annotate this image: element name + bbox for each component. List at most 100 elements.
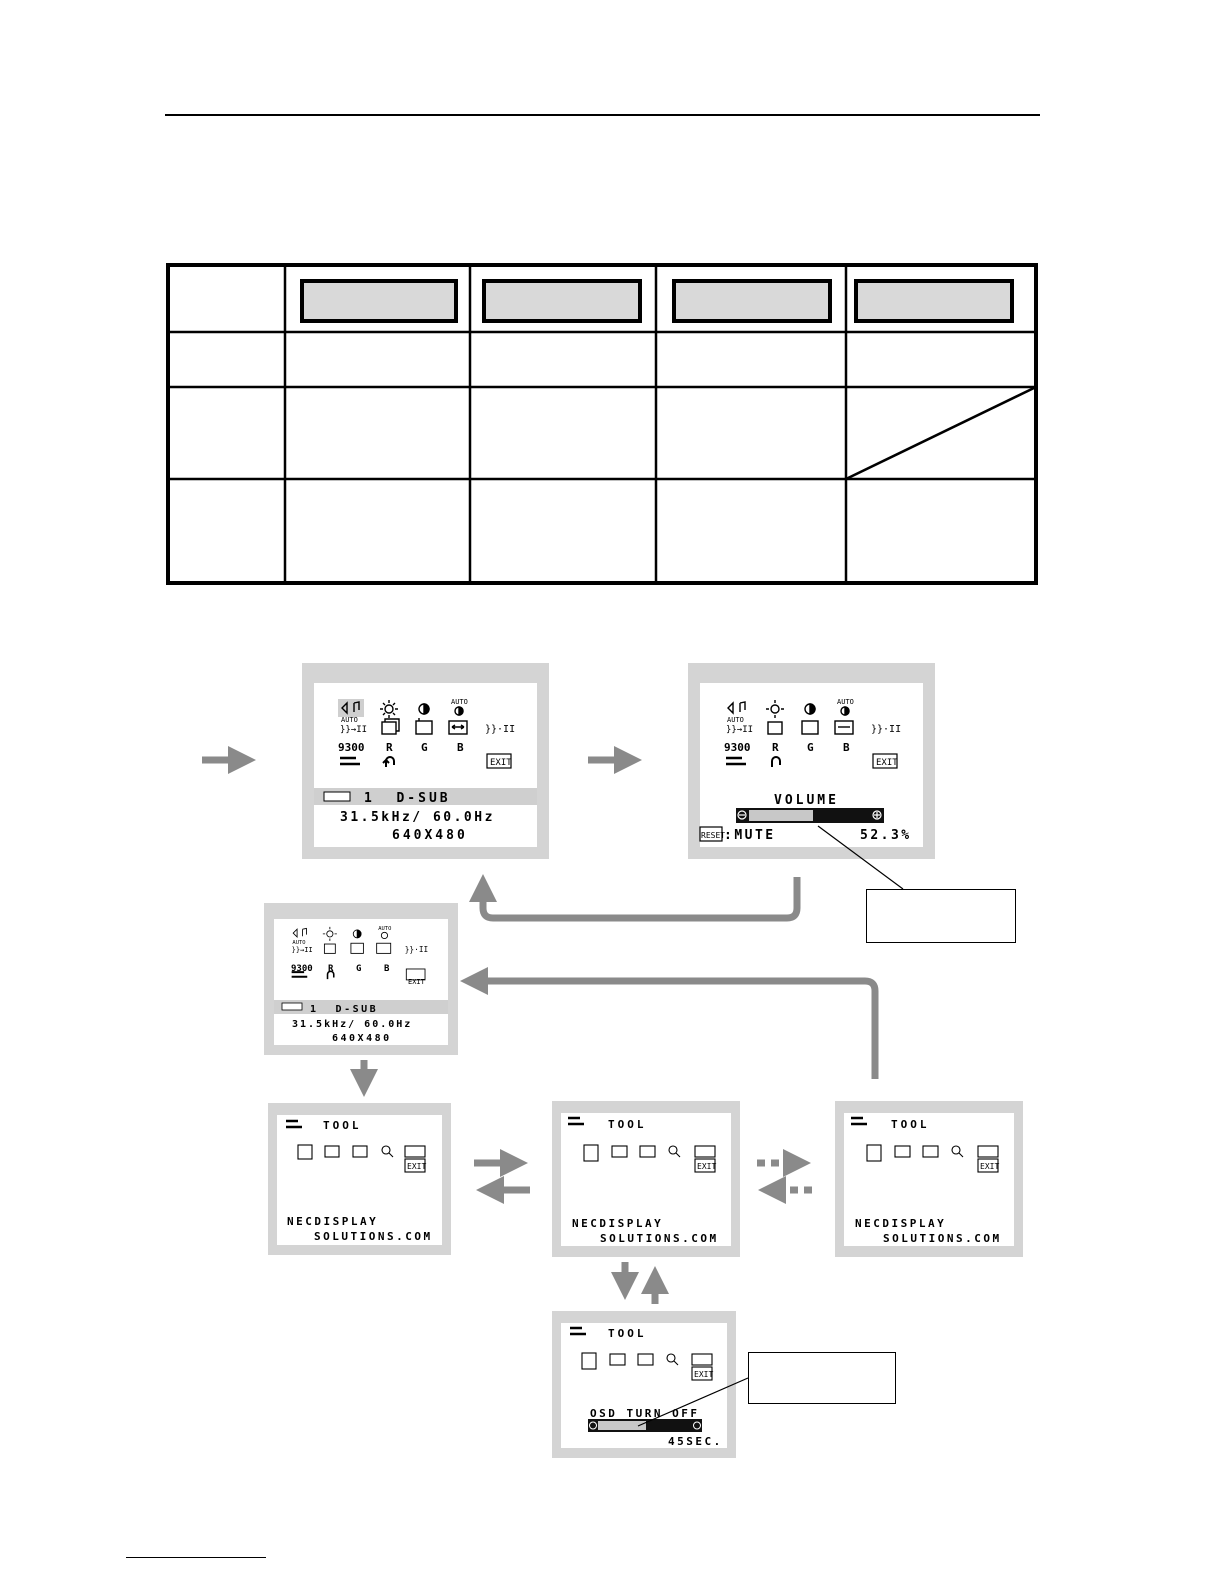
reset-key-label: RESET [701, 831, 725, 840]
tool-title: TOOL [891, 1118, 930, 1131]
auto-adjust-icon: AUTO}}→II [292, 940, 313, 954]
color-b-label: B [843, 741, 850, 754]
tool-icon [340, 756, 360, 766]
tool-title: TOOL [323, 1119, 362, 1132]
mute-label: :MUTE [724, 828, 776, 843]
brightness-icon [322, 926, 337, 941]
exit-label: EXIT [490, 758, 512, 768]
contrast-icon [804, 703, 816, 715]
color-b-label: B [384, 964, 390, 974]
color-g-label: G [356, 964, 361, 974]
fine-icon: }}·II [485, 724, 515, 735]
left-right-icon [381, 718, 400, 735]
volume-slider [736, 808, 884, 823]
zoom-icon [381, 1145, 391, 1155]
tool-icon [851, 1116, 867, 1126]
resolution-label: 640X480 [392, 828, 468, 843]
tool-icon [726, 756, 746, 766]
exit-icon [404, 1158, 426, 1173]
svg-text:AUTO: AUTO [837, 698, 854, 706]
url-line1: NECDISPLAY [855, 1217, 946, 1230]
auto-adjust-icon: AUTO}}→II [340, 716, 367, 735]
svg-text:}}·II: }}·II [485, 724, 515, 735]
auto-contrast-icon: AUTO [378, 926, 391, 939]
color-9300-label: 9300 [291, 964, 313, 974]
factory-preset-icon [382, 756, 395, 767]
input-label: 1 D-SUB [310, 1004, 378, 1015]
information-icon [977, 1145, 999, 1158]
minus-icon [589, 1421, 597, 1430]
svg-text:AUTO: AUTO [451, 698, 468, 706]
frequency-label: 31.5kHz/ 60.0Hz [340, 810, 495, 825]
turnoff-callout-leader [637, 1377, 749, 1427]
osd-position-icon [324, 1145, 340, 1158]
svg-text:}}→II: }}→II [292, 945, 313, 954]
svg-text:}}→II: }}→II [726, 725, 753, 735]
dsub-connector-icon [281, 1002, 303, 1011]
tool-icon [291, 971, 308, 978]
osd-lock-icon [922, 1145, 939, 1158]
brightness-icon [766, 700, 784, 718]
svg-text:}}·II: }}·II [871, 724, 901, 735]
exit-icon [405, 968, 426, 981]
color-g-label: G [807, 741, 814, 754]
brightness-icon [380, 700, 398, 718]
exit-label: EXIT [408, 978, 426, 986]
plus-icon [872, 810, 882, 820]
volume-callout-box [866, 889, 1016, 943]
url-line2: SOLUTIONS.COM [314, 1230, 433, 1243]
exit-icon [977, 1158, 999, 1173]
color-g-label: G [421, 741, 428, 754]
exit-label: EXIT [697, 1162, 716, 1171]
language-icon [866, 1144, 882, 1162]
minus-icon [737, 810, 747, 820]
color-r-label: R [386, 741, 393, 754]
volume-title: VOLUME [774, 793, 839, 808]
down-up-icon [801, 720, 819, 735]
color-9300-label: 9300 [338, 741, 365, 754]
osd-lock-icon [352, 1145, 368, 1158]
volume-callout-leader [817, 825, 904, 890]
key-function-table [166, 263, 1038, 585]
color-9300-label: 9300 [724, 741, 751, 754]
osd-position-icon [609, 1353, 626, 1366]
url-line1: NECDISPLAY [287, 1215, 378, 1228]
left-right-icon [767, 721, 783, 735]
volume-icon [338, 699, 364, 717]
tool-return-arrow [460, 967, 879, 1079]
osd-lock-icon [637, 1353, 654, 1366]
osd-tool-screen-1: TOOL EXIT NECDISPLAY SOLUTIONS.COM [268, 1103, 451, 1255]
color-b-label: B [457, 741, 464, 754]
auto-contrast-icon: AUTO [451, 698, 468, 716]
exit-label: EXIT [407, 1162, 426, 1171]
svg-text:}}→II: }}→II [340, 725, 367, 735]
zoom-icon [666, 1353, 676, 1363]
tool-icon [570, 1326, 586, 1336]
down-up-icon [415, 718, 433, 735]
tool-title: TOOL [608, 1118, 647, 1131]
turnoff-slider [588, 1419, 702, 1432]
h-size-icon [834, 720, 854, 735]
volume-return-arrow [469, 874, 801, 922]
factory-preset-icon [771, 756, 781, 767]
exit-icon [691, 1366, 713, 1381]
color-r-label: R [328, 964, 334, 974]
frequency-label: 31.5kHz/ 60.0Hz [292, 1019, 412, 1030]
dsub-connector-icon [323, 791, 351, 802]
osd-turnoff-screen: TOOL EXIT OSD TURN OFF 45SEC. [552, 1311, 736, 1458]
exit-label: EXIT [694, 1370, 713, 1379]
tool-icon [286, 1119, 302, 1129]
url-line1: NECDISPLAY [572, 1217, 663, 1230]
volume-icon [292, 927, 307, 939]
contrast-icon [352, 929, 362, 939]
h-size-icon [448, 720, 468, 735]
volume-icon [727, 701, 746, 715]
turnoff-callout-box [748, 1352, 896, 1404]
osd-position-icon [611, 1145, 628, 1158]
reset-key-icon [699, 826, 723, 842]
contrast-icon [418, 703, 430, 715]
auto-contrast-icon: AUTO [837, 698, 854, 716]
url-line2: SOLUTIONS.COM [600, 1232, 719, 1245]
turnoff-label: OSD TURN OFF [590, 1407, 699, 1420]
